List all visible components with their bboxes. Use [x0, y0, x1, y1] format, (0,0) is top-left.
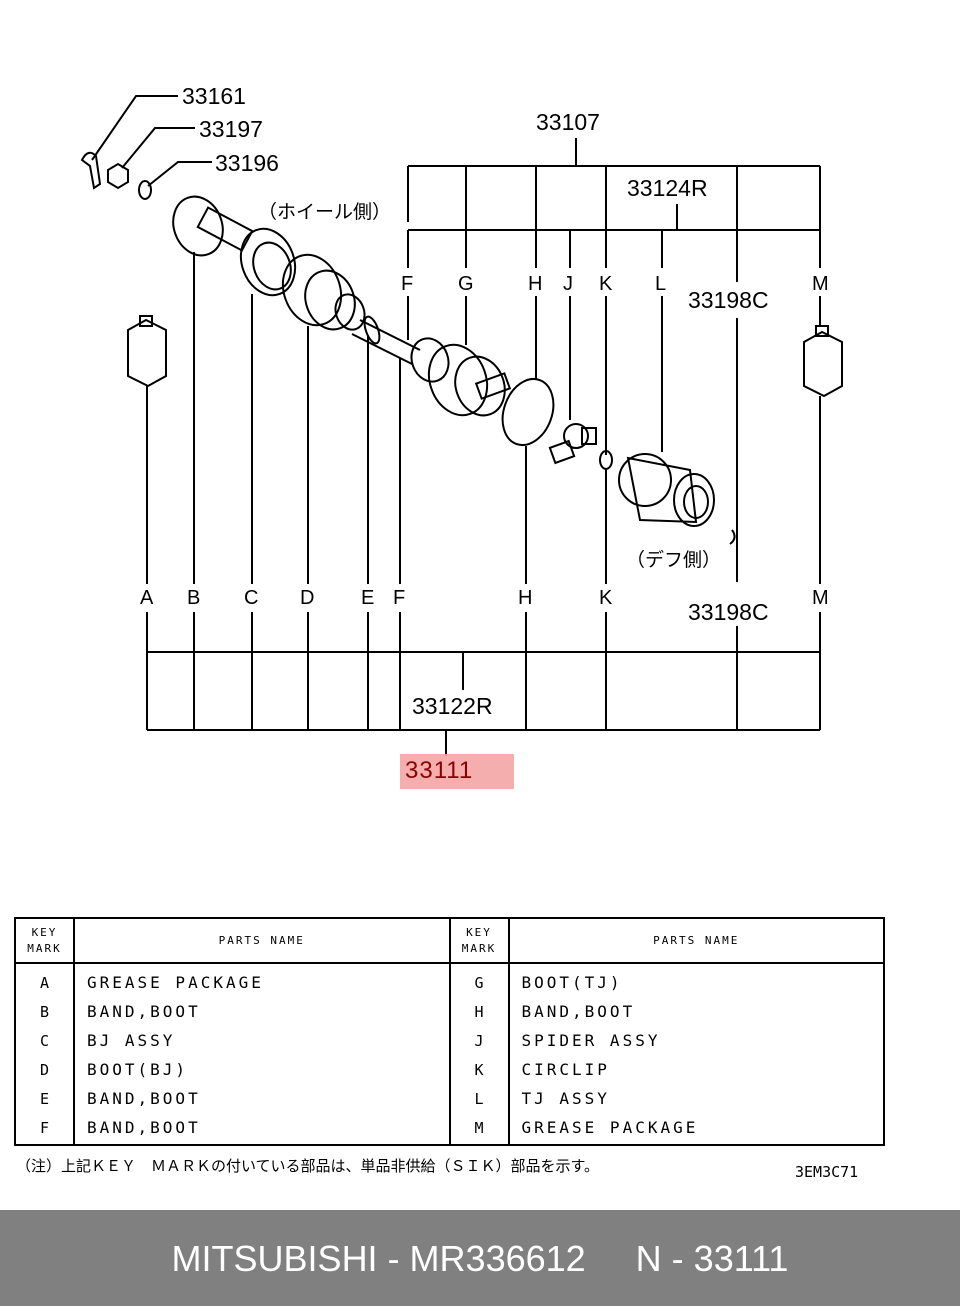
callout-33124R: 33124R: [627, 175, 708, 201]
tj-assy-icon: [618, 453, 715, 527]
nut-icon: [107, 162, 129, 190]
key-cell: B: [14, 997, 75, 1026]
lower-mark: K: [599, 587, 613, 609]
spider-assy-icon: [548, 423, 597, 465]
lower-mark: A: [140, 587, 154, 609]
parts-name-header: PARTS NAME: [73, 917, 451, 964]
leader-33197: [121, 127, 195, 169]
name-cell: BJ ASSY: [73, 1026, 451, 1055]
upper-mark: K: [599, 273, 613, 295]
lower-mark: D: [300, 587, 314, 609]
part-highlight: [400, 754, 514, 789]
callout-33197: 33197: [199, 116, 263, 142]
table-row: A GREASE PACKAGE G BOOT(TJ): [14, 963, 885, 997]
upper-mark: L: [655, 273, 666, 295]
upper-mark: G: [458, 273, 474, 295]
key-cell: H: [448, 997, 510, 1026]
upper-mark: J: [563, 273, 573, 295]
callout-33122R: 33122R: [412, 693, 493, 719]
bj-assy-icon: [196, 206, 297, 297]
grease-package-icon: [803, 330, 843, 398]
table-row: B BAND,BOOT H BAND,BOOT: [14, 997, 885, 1026]
key-cell: F: [14, 1113, 75, 1146]
leader-33161: [91, 95, 178, 161]
name-cell: BAND,BOOT: [73, 997, 451, 1026]
key-cell: M: [448, 1113, 510, 1146]
drawing-code: 3EM3C71: [795, 1163, 859, 1181]
name-cell: BAND,BOOT: [73, 1113, 451, 1146]
band-boot-b-icon: [172, 195, 224, 257]
upper-mark: F: [401, 273, 413, 295]
key-cell: J: [448, 1026, 510, 1055]
callout-33161: 33161: [182, 83, 246, 109]
circlip-icon: [599, 450, 613, 470]
footer-bar: [0, 1210, 960, 1306]
name-cell: TJ ASSY: [507, 1084, 885, 1113]
callout-33198C-bottom: 33198C: [688, 599, 769, 625]
name-cell: GREASE PACKAGE: [507, 1113, 885, 1146]
boot-tj-icon: [410, 337, 512, 417]
callout-33196: 33196: [215, 150, 279, 176]
name-cell: GREASE PACKAGE: [73, 963, 451, 997]
lower-mark: M: [812, 587, 829, 609]
table-row: F BAND,BOOT M GREASE PACKAGE: [14, 1113, 885, 1146]
key-cell: C: [14, 1026, 75, 1055]
lower-mark: H: [518, 587, 532, 609]
lower-mark: E: [361, 587, 374, 609]
name-cell: SPIDER ASSY: [507, 1026, 885, 1055]
washer-icon: [138, 180, 152, 200]
callout-33198C-top: 33198C: [688, 287, 769, 313]
name-cell: CIRCLIP: [507, 1055, 885, 1084]
band-boot-h-icon: [501, 378, 555, 446]
grease-package-icon: [127, 318, 167, 388]
diff-side-annotation: （デフ側）: [626, 549, 721, 571]
footnote: （注）上記ＫＥＹ ＭＡＲＫの付いている部品は、単品非供給（ＳＩＫ）部品を示す。: [16, 1157, 600, 1175]
band-boot-e-icon: [363, 315, 381, 345]
key-cell: L: [448, 1084, 510, 1113]
lower-mark: F: [393, 587, 405, 609]
key-cell: D: [14, 1055, 75, 1084]
key-cell: E: [14, 1084, 75, 1113]
wheel-side-annotation: （ホイール側）: [258, 201, 391, 223]
lower-mark: B: [187, 587, 200, 609]
table-row: D BOOT(BJ) K CIRCLIP: [14, 1055, 885, 1084]
highlighted-part-number[interactable]: 33111: [405, 757, 474, 784]
name-cell: BOOT(TJ): [507, 963, 885, 997]
name-cell: BAND,BOOT: [73, 1084, 451, 1113]
callout-33107: 33107: [536, 109, 600, 135]
upper-mark: M: [812, 273, 829, 295]
footer-text: MITSUBISHI - MR336612 N - 33111: [171, 1238, 789, 1279]
table-row: E BAND,BOOT L TJ ASSY: [14, 1084, 885, 1113]
name-cell: BOOT(BJ): [73, 1055, 451, 1084]
upper-mark: H: [528, 273, 542, 295]
boot-bj-icon: [281, 253, 366, 331]
parts-name-header: PARTS NAME: [507, 917, 885, 964]
key-cell: K: [448, 1055, 510, 1084]
cotter-pin-icon: [80, 151, 102, 190]
key-cell: A: [14, 963, 75, 997]
name-cell: BAND,BOOT: [507, 997, 885, 1026]
leader-33196: [147, 161, 212, 187]
lower-mark: C: [244, 587, 258, 609]
table-row: C BJ ASSY J SPIDER ASSY: [14, 1026, 885, 1055]
key-cell: G: [448, 963, 510, 997]
exploded-parts-diagram: 33161 33197 33196 33107 33124R 33198C 33…: [80, 83, 843, 756]
